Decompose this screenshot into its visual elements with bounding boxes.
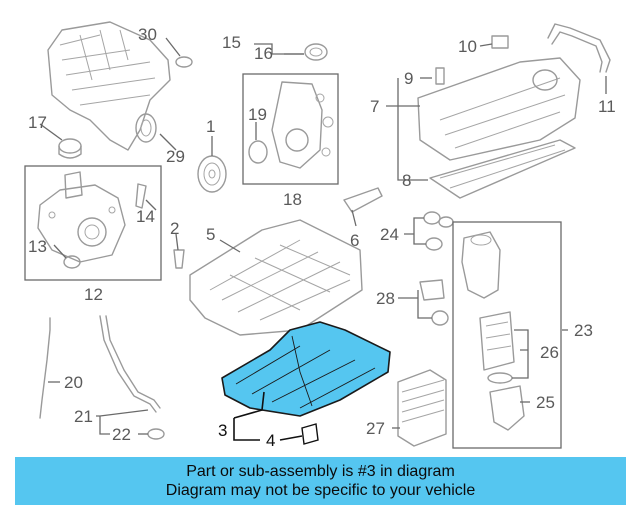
gasket-30 [175,56,193,68]
callout-24: 24 [380,225,399,244]
pulley-1 [197,155,227,193]
dipstick-20 [39,317,51,419]
callout-11: 11 [598,97,616,116]
seal-17 [58,138,82,159]
seal-26 [487,372,513,384]
leader-lines [39,37,607,441]
callout-10: 10 [458,37,477,56]
seal-13 [63,255,81,269]
callout-29: 29 [166,147,185,166]
oil-filter-housing [461,231,501,299]
callout-25: 25 [536,393,555,412]
info-banner: Part or sub-assembly is #3 in diagram Di… [15,457,626,505]
callout-8: 8 [402,171,411,190]
callout-2: 2 [170,219,179,238]
seals-24 [423,211,454,251]
breather-hose-11 [547,23,611,73]
water-pump-housing [37,171,126,263]
callout-17: 17 [28,113,47,132]
parts-diagram: 30 15 16 17 29 1 19 18 14 13 12 2 5 6 7 … [24,21,616,450]
filter-cap-25 [489,385,525,431]
callout-7: 7 [370,97,379,116]
callout-6: 6 [350,231,359,250]
callout-28: 28 [376,289,395,308]
callout-20: 20 [64,373,83,392]
callout-4: 4 [266,431,275,450]
valve-cover [417,57,581,161]
valve-cover-gasket [429,139,576,199]
callout-14: 14 [136,207,155,226]
callout-numbers: 30 15 16 17 29 1 19 18 14 13 12 2 5 6 7 … [28,25,616,450]
box-18 [242,73,339,185]
dipstick-tube-21 [99,315,161,413]
callout-15: 15 [222,33,241,52]
timing-cover [271,81,334,169]
callout-18: 18 [283,190,302,209]
callout-22: 22 [112,425,131,444]
bolt-14 [135,183,147,209]
oil-filter-element [479,311,515,371]
callout-5: 5 [206,225,215,244]
callout-30: 30 [138,25,157,44]
callout-26: 26 [540,343,559,362]
part-6 [343,187,383,213]
callout-27: 27 [366,419,385,438]
callout-19: 19 [248,105,267,124]
box-23 [452,221,562,449]
oil-cap-16 [304,43,328,61]
banner-line-2: Diagram may not be specific to your vehi… [165,482,476,499]
box-12 [24,165,162,281]
sensor-10 [491,35,509,49]
bolt-9 [435,67,445,85]
callout-23: 23 [574,321,593,340]
callout-16: 16 [254,44,273,63]
seal-22 [147,428,165,440]
callout-13: 13 [28,237,47,256]
callout-3: 3 [218,421,227,440]
drain-plug-4 [301,423,319,445]
bolt-2 [173,249,185,269]
banner-line-1: Part or sub-assembly is #3 in diagram [186,463,455,480]
callout-1: 1 [206,117,215,136]
intake-manifold [47,21,171,151]
callout-9: 9 [404,69,413,88]
callout-21: 21 [74,407,93,426]
lower-oil-pan-highlighted [221,321,391,417]
oil-cooler-27 [397,369,447,447]
upper-oil-pan [189,219,363,336]
seal-19 [248,140,268,164]
callout-12: 12 [84,285,103,304]
